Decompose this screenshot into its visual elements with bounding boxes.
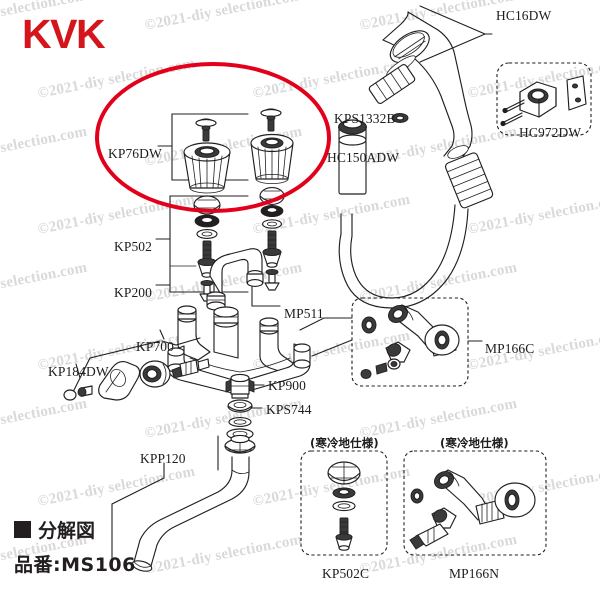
part-kp184dw-kp700 [63, 329, 210, 401]
label-kps1332b: KPS1332B [334, 111, 396, 126]
label-hc16dw: HC16DW [496, 8, 552, 23]
label-kp200: KP200 [114, 285, 153, 300]
part-mp166n-cold [403, 450, 547, 556]
kvk-logo: KVK [22, 11, 106, 57]
label-mp511: MP511 [284, 306, 324, 321]
part-hc150adw-hose-assembly [338, 113, 494, 309]
note-cold-region-kp502c: (寒冷地仕様) [310, 436, 379, 450]
label-kp900: KP900 [268, 378, 307, 393]
label-kp76dw: KP76DW [108, 146, 162, 161]
label-kp700: KP700 [136, 339, 175, 354]
bullet-square-icon [14, 521, 31, 538]
label-hc972dw: HC972DW [519, 125, 582, 140]
part-mixer-body [167, 305, 311, 399]
label-mp166c: MP166C [485, 341, 535, 356]
title-block: 分解図 品番:MS106 [14, 516, 136, 577]
part-hc16dw-shower-head [368, 5, 493, 159]
part-mp511-outlet [206, 248, 281, 311]
part-number-label: 品番:MS106 [14, 554, 136, 576]
label-kp502c: KP502C [322, 566, 370, 581]
label-kps744: KPS744 [266, 402, 312, 417]
note-cold-region-mp166n: (寒冷地仕様) [440, 436, 509, 450]
part-hc972dw-bracket-set [496, 62, 592, 136]
label-hc150adw: HC150ADW [327, 150, 400, 165]
label-kp502: KP502 [114, 239, 153, 254]
part-kpp120-spout [111, 434, 256, 572]
label-mp166n: MP166N [449, 566, 500, 581]
red-highlight-ellipse [95, 62, 331, 213]
label-kpp120: KPP120 [140, 451, 186, 466]
part-kp502c-cold [300, 450, 388, 556]
part-mp166c-union [299, 297, 483, 387]
diagram-heading: 分解図 [38, 520, 96, 542]
label-kp184dw: KP184DW [48, 364, 109, 379]
